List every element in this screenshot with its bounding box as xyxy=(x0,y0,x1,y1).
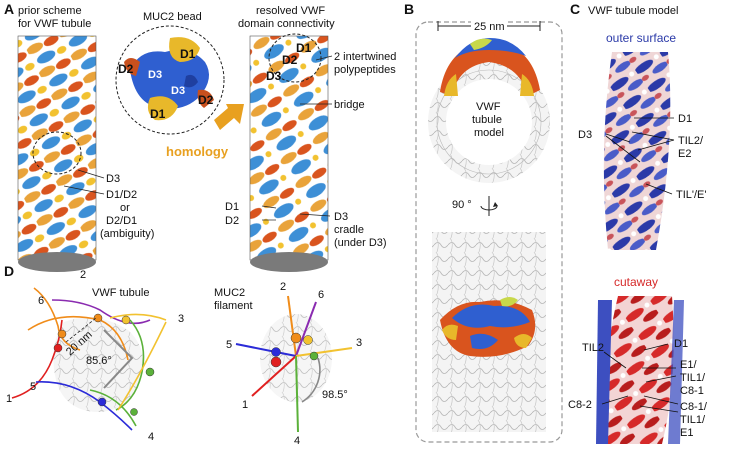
left-number-3: 3 xyxy=(178,313,184,325)
ring-label-model: model xyxy=(474,127,504,139)
panel-d-letter: D xyxy=(4,263,14,279)
panel-c-title: VWF tubule model xyxy=(588,5,678,17)
cut-label-e1: E1/ xyxy=(680,359,697,371)
resolved-inset-d1: D1 xyxy=(296,41,312,55)
filament-title-2: filament xyxy=(214,300,253,312)
bead-label-d3-left: D3 xyxy=(148,69,162,81)
vwf-tubule-title: VWF tubule xyxy=(92,287,149,299)
resolved-label-d3: D3 xyxy=(334,211,348,223)
cut-label-d1: D1 xyxy=(674,338,688,350)
left-number-6: 6 xyxy=(38,295,44,307)
resolved-inset-d3: D3 xyxy=(266,69,282,83)
bead-label-d2-right: D2 xyxy=(198,93,214,107)
filament-spokes xyxy=(235,295,353,433)
cutaway-map xyxy=(605,296,674,444)
angle-marker-left xyxy=(103,329,134,389)
cut-label-c8-1: C8-1 xyxy=(680,385,704,397)
resolved-label-under-d3: (under D3) xyxy=(334,237,387,249)
prior-label-d1d2: D1/D2 xyxy=(106,189,137,201)
right-number-5: 5 xyxy=(226,339,232,351)
panel-a: A prior scheme for VWF tubule D3 D1/D2 o… xyxy=(4,1,396,272)
filament-nodes xyxy=(270,332,319,368)
bead-label-d1-top: D1 xyxy=(180,47,196,61)
panel-c-letter: C xyxy=(570,1,580,17)
outer-label-d3: D3 xyxy=(578,129,592,141)
muc2-bead xyxy=(115,25,225,135)
prior-label-ambiguity: (ambiguity) xyxy=(100,228,154,240)
ring-model xyxy=(428,38,550,183)
left-number-1: 1 xyxy=(6,393,12,405)
cut-label-e1-b: E1 xyxy=(680,427,693,439)
outer-label-til2: TIL2/ xyxy=(678,135,704,147)
resolved-inset-d2: D2 xyxy=(282,53,298,67)
cut-label-til2: TIL2 xyxy=(582,342,604,354)
bead-title: MUC2 bead xyxy=(143,11,202,23)
resolved-title-1: resolved VWF xyxy=(256,5,325,17)
right-number-3: 3 xyxy=(356,337,362,349)
filament-title-1: MUC2 xyxy=(214,287,245,299)
panel-c: C VWF tubule model outer surface D1 D3 T… xyxy=(568,1,708,444)
bead-label-d3-right: D3 xyxy=(171,85,185,97)
cut-label-c8-1-b: C8-1/ xyxy=(680,401,708,413)
bead-label-d2-left: D2 xyxy=(118,62,134,76)
right-number-2: 2 xyxy=(280,281,286,293)
ring-label-vwf: VWF xyxy=(476,101,501,113)
prior-label-or: or xyxy=(120,202,130,214)
resolved-label-intertwined: 2 intertwined xyxy=(334,51,396,63)
resolved-title-2: domain connectivity xyxy=(238,18,335,30)
resolved-label-d1: D1 xyxy=(225,201,239,213)
bead-label-d1-bottom: D1 xyxy=(150,107,166,121)
angle-right-label: 98.5° xyxy=(322,389,348,401)
right-number-6: 6 xyxy=(318,289,324,301)
homology-arrow xyxy=(214,104,244,130)
cut-label-c8-2: C8-2 xyxy=(568,399,592,411)
panel-d: D VWF tubule 20 nm xyxy=(4,263,362,447)
prior-title-2: for VWF tubule xyxy=(18,18,91,30)
rotation-label: 90 ° xyxy=(452,199,472,211)
panel-b-letter: B xyxy=(404,1,414,17)
cut-label-til1-b: TIL1/ xyxy=(680,414,706,426)
prior-label-d3: D3 xyxy=(106,173,120,185)
cut-label-til1: TIL1/ xyxy=(680,372,706,384)
rotation-icon xyxy=(480,196,498,216)
angle-left-label: 85.6° xyxy=(86,355,112,367)
left-number-4: 4 xyxy=(148,431,154,443)
resolved-tubule xyxy=(249,33,333,272)
cutaway-label: cutaway xyxy=(614,275,658,289)
prior-tubule xyxy=(17,35,105,272)
angle-marker-right xyxy=(301,357,321,403)
resolved-label-polypeptides: polypeptides xyxy=(334,64,396,76)
panel-a-letter: A xyxy=(4,1,14,17)
outer-surface-label: outer surface xyxy=(606,31,676,45)
distance-line xyxy=(65,317,97,343)
tubule-side-view xyxy=(432,232,546,432)
scale-bar-label: 25 nm xyxy=(474,21,505,33)
prior-label-d2d1: D2/D1 xyxy=(106,215,137,227)
ring-label-tubule: tubule xyxy=(472,114,502,126)
resolved-label-d2: D2 xyxy=(225,215,239,227)
tubule-nodes xyxy=(53,313,155,416)
homology-label: homology xyxy=(166,144,229,159)
prior-title-1: prior scheme xyxy=(18,5,82,17)
resolved-label-bridge: bridge xyxy=(334,99,365,111)
outer-label-e2: E2 xyxy=(678,148,691,160)
left-number-5: 5 xyxy=(30,381,36,393)
outer-label-d1: D1 xyxy=(678,113,692,125)
outer-label-til-prime: TIL'/E' xyxy=(676,189,707,201)
resolved-label-cradle: cradle xyxy=(334,224,364,236)
panel-b: B 25 nm VWF tubule model 90 ° xyxy=(404,1,563,443)
right-number-4: 4 xyxy=(294,435,300,447)
left-number-2: 2 xyxy=(80,269,86,281)
outer-surface-map xyxy=(603,52,671,250)
right-number-1: 1 xyxy=(242,399,248,411)
